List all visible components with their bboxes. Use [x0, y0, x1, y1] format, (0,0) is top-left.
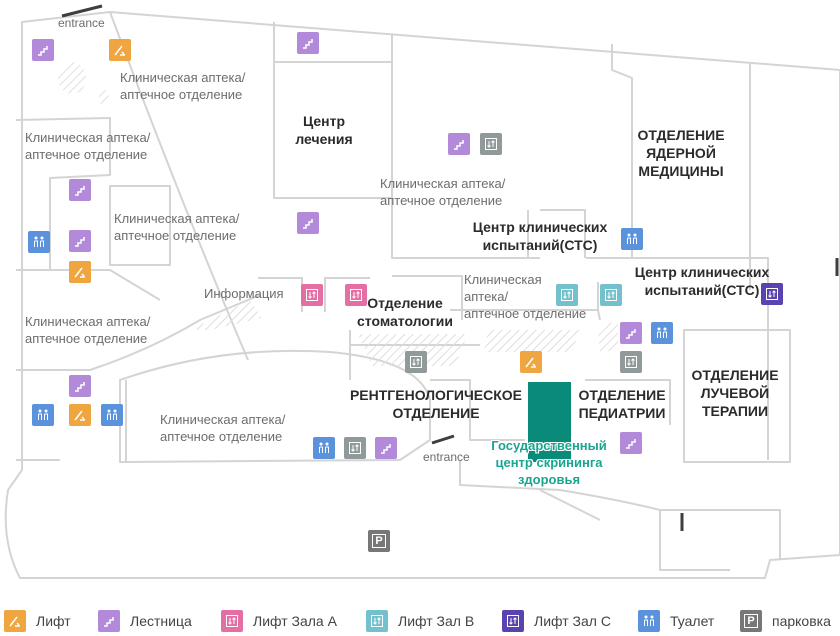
- stairs-icon[interactable]: [69, 230, 91, 252]
- lift-hall-c-icon[interactable]: [761, 283, 783, 305]
- lift-hall-b-icon[interactable]: [556, 284, 578, 306]
- stairs-icon[interactable]: [32, 39, 54, 61]
- legend-item-parking: P парковка: [740, 610, 831, 632]
- toilet-icon: [638, 610, 660, 632]
- stairs-icon[interactable]: [69, 179, 91, 201]
- legend-label: Лифт: [36, 613, 71, 629]
- toilet-icon[interactable]: [32, 404, 54, 426]
- parking-symbol: P: [372, 534, 386, 548]
- toilet-icon[interactable]: [651, 322, 673, 344]
- lift-hall-b-icon[interactable]: [600, 284, 622, 306]
- toilet-icon[interactable]: [621, 228, 643, 250]
- lift-hall-a-icon: [221, 610, 243, 632]
- legend-label: Лифт Зал C: [534, 613, 611, 629]
- legend-label: Лестница: [130, 613, 192, 629]
- floor-plan-walls: [4, 4, 840, 579]
- stairs-icon[interactable]: [375, 437, 397, 459]
- legend-label: Лифт Зала А: [253, 613, 337, 629]
- legend-item-lift: Лифт: [4, 610, 71, 632]
- pharmacy-label-7: Клиническая аптека/ аптечное отделение: [160, 412, 286, 444]
- elevator-icon[interactable]: [620, 351, 642, 373]
- nuclear-medicine-label: ОТДЕЛЕНИЕ ЯДЕРНОЙ МЕДИЦИНЫ: [637, 127, 725, 180]
- pediatrics-label: ОТДЕЛЕНИЕ ПЕДИАТРИИ: [578, 387, 666, 422]
- legend-item-lift-hall-b: Лифт Зал B: [366, 610, 474, 632]
- legend-label: парковка: [772, 613, 831, 629]
- information-label: Информация: [204, 286, 284, 301]
- stairs-icon[interactable]: [69, 375, 91, 397]
- legend-label: Лифт Зал B: [398, 613, 475, 629]
- legend-item-lift-hall-a: Лифт Зала А: [221, 610, 337, 632]
- lift-hall-b-icon: [366, 610, 388, 632]
- pharmacy-label-6: Клиническая аптека/ аптечное отделение: [464, 272, 587, 321]
- toilet-icon[interactable]: [28, 231, 50, 253]
- toilet-icon[interactable]: [313, 437, 335, 459]
- pharmacy-label-2: Клиническая аптека/ аптечное отделение: [25, 130, 151, 162]
- parking-symbol: P: [744, 614, 758, 628]
- lift-icon[interactable]: [69, 404, 91, 426]
- elevator-icon[interactable]: [480, 133, 502, 155]
- ctc-label-1: Центр клинических испытаний(СТС): [472, 219, 608, 254]
- toilet-icon[interactable]: [101, 404, 123, 426]
- legend-item-lift-hall-c: Лифт Зал C: [502, 610, 611, 632]
- lift-icon: [4, 610, 26, 632]
- pharmacy-label-5: Клиническая аптека/ аптечное отделение: [25, 314, 151, 346]
- legend-item-stairs: Лестница: [98, 610, 192, 632]
- entrance-mid-label: entrance: [423, 450, 470, 464]
- pharmacy-label-1: Клиническая аптека/ аптечное отделение: [120, 70, 246, 102]
- legend-label: Туалет: [670, 613, 715, 629]
- screening-center-label: Государственный центр скрининга здоровья: [491, 438, 607, 487]
- stairs-icon: [98, 610, 120, 632]
- lift-hall-a-icon[interactable]: [345, 284, 367, 306]
- treatment-center-label: Центр лечения: [295, 113, 353, 148]
- floor-map: entrance entrance Клиническая аптека/ ап…: [4, 4, 840, 579]
- elevator-icon[interactable]: [344, 437, 366, 459]
- lift-hall-a-icon[interactable]: [301, 284, 323, 306]
- legend-item-toilet: Туалет: [638, 610, 714, 632]
- lift-hall-c-icon: [502, 610, 524, 632]
- parking-icon: P: [740, 610, 762, 632]
- parking-icon[interactable]: P: [368, 530, 390, 552]
- stairs-icon[interactable]: [620, 322, 642, 344]
- stairs-icon[interactable]: [448, 133, 470, 155]
- elevator-icon[interactable]: [405, 351, 427, 373]
- stairs-icon[interactable]: [297, 212, 319, 234]
- map-legend: Лифт Лестница Лифт Зала А Лифт Зал B Лиф…: [0, 606, 840, 636]
- lift-icon[interactable]: [69, 261, 91, 283]
- stairs-icon[interactable]: [620, 432, 642, 454]
- radiation-therapy-label: ОТДЕЛЕНИЕ ЛУЧЕВОЙ ТЕРАПИИ: [691, 367, 779, 420]
- radiology-label: РЕНТГЕНОЛОГИЧЕСКОЕ ОТДЕЛЕНИЕ: [349, 387, 523, 422]
- dentistry-label: Отделение стоматологии: [357, 295, 453, 330]
- lift-icon[interactable]: [520, 351, 542, 373]
- pharmacy-label-4: Клиническая аптека/ аптечное отделение: [380, 176, 506, 208]
- ctc-label-2: Центр клинических испытаний(СТС): [634, 264, 770, 299]
- pharmacy-label-3: Клиническая аптека/ аптечное отделение: [114, 211, 240, 243]
- entrance-top-label: entrance: [58, 16, 105, 30]
- stairs-icon[interactable]: [297, 32, 319, 54]
- lift-icon[interactable]: [109, 39, 131, 61]
